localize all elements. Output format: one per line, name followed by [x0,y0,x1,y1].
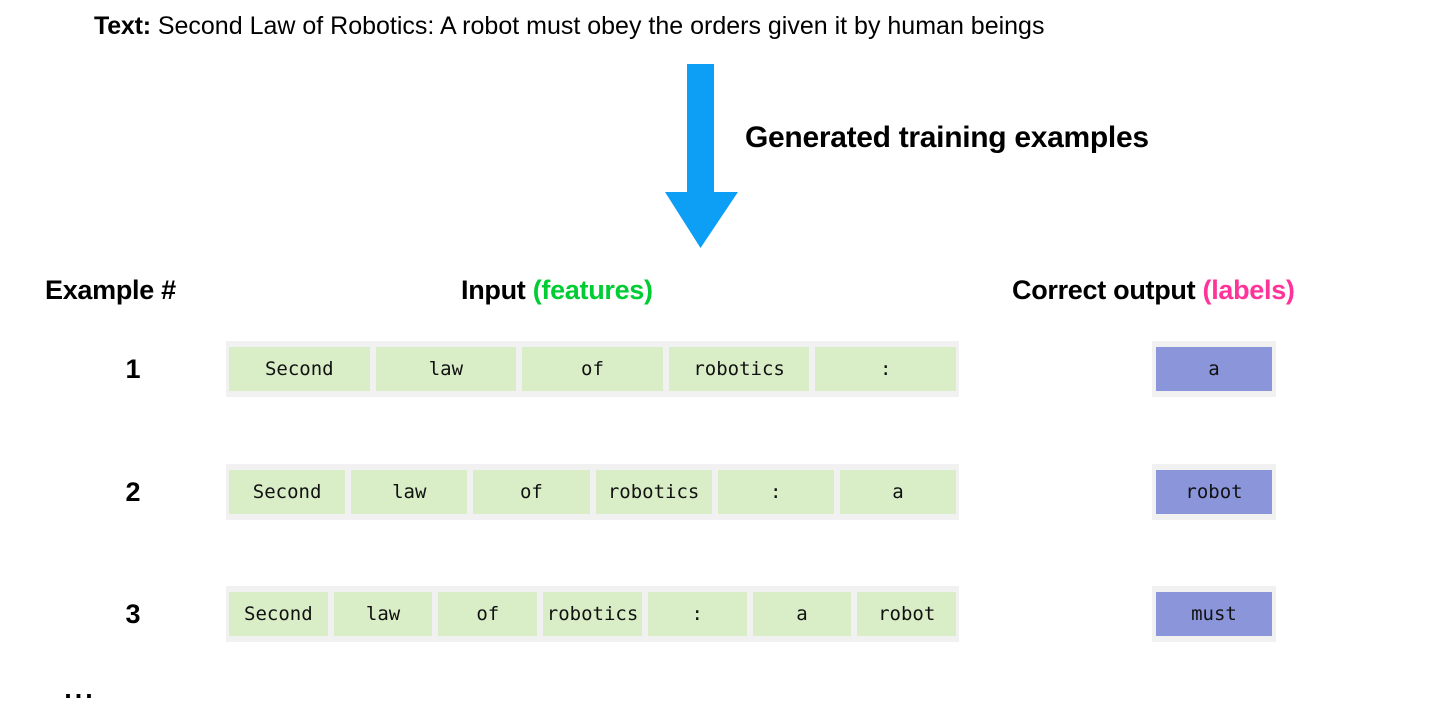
continuation-ellipsis: ... [64,674,96,704]
down-arrow-icon [663,64,741,248]
label-token: robot [1156,470,1272,514]
feature-token: Second [229,347,370,391]
feature-token: robotics [543,592,642,636]
feature-token: law [375,347,517,391]
label-cell-wrap: must [1152,586,1276,642]
row-number: 1 [125,354,141,384]
feature-token: : [815,347,956,391]
source-text-label: Text: [94,12,151,40]
feature-token: robot [857,592,957,636]
feature-token: law [351,470,468,514]
row-number: 3 [125,599,141,629]
feature-token: of [522,347,663,391]
feature-token: of [473,470,590,514]
feature-token: : [647,592,747,636]
label-cell-wrap: robot [1152,464,1276,520]
feature-token: : [717,470,834,514]
feature-token: robotics [668,347,810,391]
row-number: 2 [125,477,141,507]
feature-token: a [752,592,852,636]
feature-token: robotics [595,470,712,514]
header-example-number: Example # [45,275,176,305]
feature-token: of [438,592,538,636]
header-input-main: Input [461,275,526,305]
header-output-main: Correct output [1012,275,1196,305]
label-cell-wrap: a [1152,341,1276,397]
label-token: a [1156,347,1272,391]
header-output: Correct output (labels) [1012,275,1295,306]
feature-token: Second [229,470,346,514]
feature-token: Second [229,592,328,636]
source-text-sentence: Second Law of Robotics: A robot must obe… [157,12,1045,40]
flow-caption: Generated training examples [745,121,1149,154]
feature-token: law [333,592,433,636]
header-output-accent: (labels) [1202,275,1295,305]
header-input-accent: (features) [532,275,653,305]
header-input: Input (features) [461,275,653,306]
source-text-line: Text: Second Law of Robotics: A robot mu… [94,10,1044,42]
feature-token: a [839,470,957,514]
label-token: must [1156,592,1272,636]
